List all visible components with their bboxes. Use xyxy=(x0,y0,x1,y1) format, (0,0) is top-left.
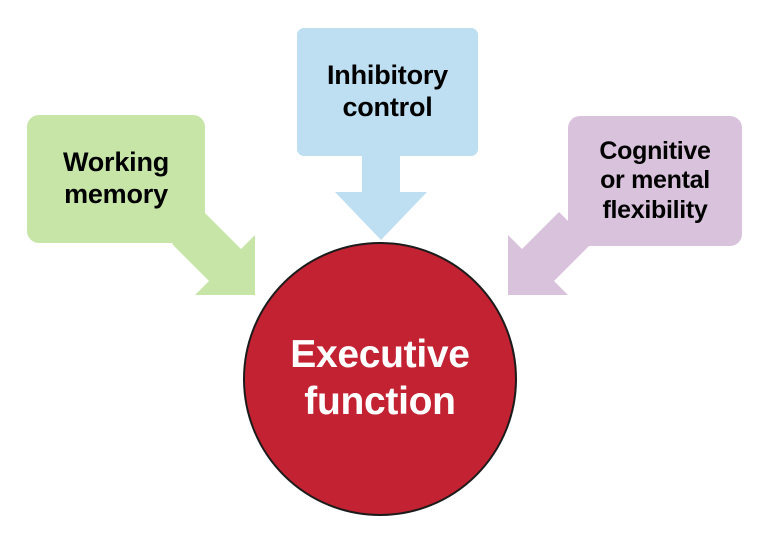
node-working-memory-label: Working memory xyxy=(62,147,170,209)
node-executive-function-label: Executive function xyxy=(290,333,470,423)
arrow-down-icon xyxy=(335,152,427,240)
node-inhibitory-control[interactable]: Inhibitory control xyxy=(297,28,478,156)
node-working-memory[interactable]: Working memory xyxy=(27,115,205,243)
node-cognitive-flexibility[interactable]: Cognitive or mental flexibility xyxy=(568,116,742,246)
node-inhibitory-control-label: Inhibitory control xyxy=(327,60,448,122)
node-executive-function[interactable]: Executive function xyxy=(243,242,517,516)
node-cognitive-flexibility-label: Cognitive or mental flexibility xyxy=(599,136,711,224)
